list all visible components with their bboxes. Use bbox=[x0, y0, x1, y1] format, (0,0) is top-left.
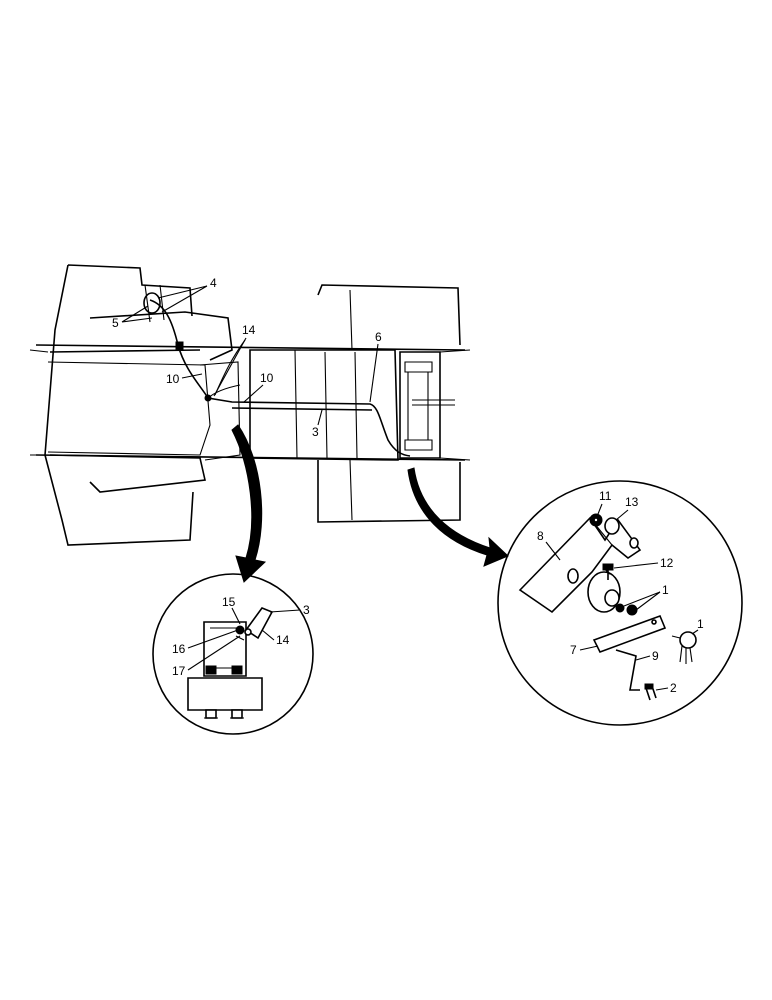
detail-left: 15 3 14 16 17 bbox=[152, 573, 314, 735]
detail-right-circle bbox=[497, 480, 743, 726]
detail-left-circle bbox=[152, 573, 314, 735]
callout-16: 16 bbox=[172, 642, 186, 656]
callout-13: 13 bbox=[625, 495, 639, 509]
callout-2: 2 bbox=[670, 681, 677, 695]
callout-12: 12 bbox=[660, 556, 674, 570]
callout-11: 11 bbox=[599, 489, 612, 503]
callout-17: 17 bbox=[172, 664, 186, 678]
callout-9: 9 bbox=[652, 649, 659, 663]
callout-1-washers: 1 bbox=[662, 583, 669, 597]
callout-10-right: 10 bbox=[260, 371, 274, 385]
detail-right: 11 13 8 12 1 1 7 9 2 bbox=[497, 480, 743, 726]
callout-7: 7 bbox=[570, 643, 577, 657]
left-wheel bbox=[44, 264, 194, 546]
detail-arrows bbox=[231, 424, 509, 583]
callout-3: 3 bbox=[312, 425, 319, 439]
callout-8: 8 bbox=[537, 529, 544, 543]
callout-4: 4 bbox=[210, 276, 217, 290]
callout-14-detail: 14 bbox=[276, 633, 290, 647]
left-housing bbox=[49, 311, 233, 493]
cable-harness bbox=[149, 299, 411, 457]
main-callouts: 4 5 14 10 10 6 3 bbox=[112, 276, 382, 439]
arrow-right-detail bbox=[407, 467, 509, 567]
arrow-left-detail bbox=[231, 424, 267, 583]
callout-5: 5 bbox=[112, 316, 119, 330]
callout-15: 15 bbox=[222, 595, 236, 609]
callout-1-sensor: 1 bbox=[697, 617, 704, 631]
center-housing bbox=[249, 349, 399, 461]
right-wheel bbox=[317, 284, 461, 523]
callout-14: 14 bbox=[242, 323, 256, 337]
callout-10-left: 10 bbox=[166, 372, 180, 386]
main-assembly: 4 5 14 10 10 6 3 bbox=[29, 264, 471, 546]
callout-6: 6 bbox=[375, 330, 382, 344]
callout-3-detail: 3 bbox=[303, 603, 310, 617]
